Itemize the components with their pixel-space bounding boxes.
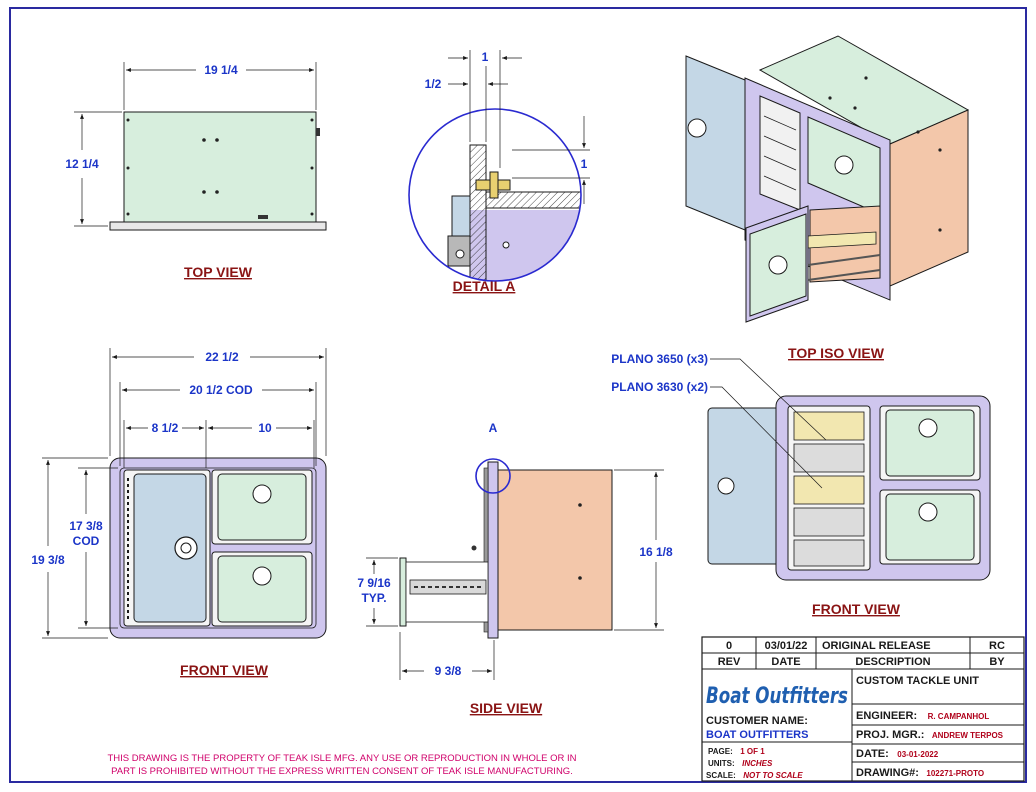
project-manager-field: PROJ. MGR.: ANDREW TERPOS	[856, 725, 1004, 742]
rev-date-value: 03/01/22	[765, 640, 808, 652]
disclaimer-line-1: THIS DRAWING IS THE PROPERTY OF TEAK ISL…	[107, 753, 576, 764]
detail-top-dim: 1	[482, 50, 489, 64]
drawing-number-field: DRAWING#: 102271-PROTO	[856, 763, 984, 780]
sheet-border	[9, 7, 1027, 783]
rev-description-value: ORIGINAL RELEASE	[822, 640, 931, 652]
tackle-trays	[793, 411, 865, 567]
top-iso-view-label: TOP ISO VIEW	[788, 345, 885, 361]
top-iso-view: TOP ISO VIEW	[685, 35, 970, 361]
description-header: DESCRIPTION	[855, 656, 930, 668]
front-overall-height-dim: 19 3/8	[31, 553, 65, 567]
page-field: PAGE: 1 OF 1	[708, 741, 765, 758]
drawing-title: CUSTOM TACKLE UNIT	[856, 675, 979, 687]
front-cod-height-dim: 17 3/8	[69, 519, 103, 533]
customer-name-value: BOAT OUTFITTERS	[706, 729, 808, 741]
front-cod-height-suffix: COD	[73, 534, 100, 548]
top-height-dim: 12 1/4	[65, 157, 99, 171]
rev-by-value: RC	[989, 640, 1005, 652]
side-drawer-height-suffix: TYP.	[361, 591, 386, 605]
front-cod-width-dim: 20 1/2 COD	[189, 383, 253, 397]
front-view-label: FRONT VIEW	[180, 662, 269, 678]
plano-3630-note: PLANO 3630 (x2)	[611, 380, 708, 394]
units-field: UNITS: INCHES	[708, 753, 773, 770]
front-view: 22 1/2 20 1/2 COD 8 1/2 10 17 3/8 COD 19…	[31, 348, 327, 678]
side-view: A 16 1/8 7 9/16 TYP. 9 3/8 SIDE VIEW	[357, 421, 673, 716]
scale-field: SCALE: NOT TO SCALE	[706, 765, 803, 782]
date-header: DATE	[771, 656, 800, 668]
disclaimer-line-2: PART IS PROHIBITED WITHOUT THE EXPRESS W…	[111, 766, 573, 777]
boat-outfitters-logo: Boat Outfitters	[706, 684, 848, 709]
rev-value: 0	[726, 640, 732, 652]
rev-header: REV	[718, 656, 741, 668]
detail-left-dim: 1/2	[425, 77, 442, 91]
detail-right-dim: 1	[581, 157, 588, 171]
detail-a-label: DETAIL A	[453, 278, 516, 294]
plano-3650-note: PLANO 3650 (x3)	[611, 352, 708, 366]
front-view-open: PLANO 3650 (x3) PLANO 3630 (x2) FRONT VI…	[611, 352, 991, 617]
front-left-width-dim: 8 1/2	[152, 421, 179, 435]
side-extension-dim: 9 3/8	[435, 664, 462, 678]
customer-name-label: CUSTOMER NAME:	[706, 715, 808, 727]
top-view: 19 1/4 12 1/4 TOP VIEW	[65, 62, 327, 280]
front-right-width-dim: 10	[258, 421, 272, 435]
detail-a: 1 1/2 1 DETAIL A	[408, 50, 590, 294]
top-view-label: TOP VIEW	[184, 264, 253, 280]
side-drawer-height-dim: 7 9/16	[357, 576, 391, 590]
engineer-field: ENGINEER: R. CAMPANHOL	[856, 706, 989, 723]
front-overall-width-dim: 22 1/2	[205, 350, 239, 364]
side-detail-callout: A	[489, 421, 498, 435]
front-view-open-label: FRONT VIEW	[812, 601, 901, 617]
side-view-label: SIDE VIEW	[470, 700, 543, 716]
top-width-dim: 19 1/4	[204, 63, 238, 77]
by-header: BY	[989, 656, 1005, 668]
date-field: DATE: 03-01-2022	[856, 744, 939, 761]
title-block: 0 03/01/22 ORIGINAL RELEASE RC REV DATE …	[701, 636, 1025, 782]
side-depth-dim: 16 1/8	[639, 545, 673, 559]
